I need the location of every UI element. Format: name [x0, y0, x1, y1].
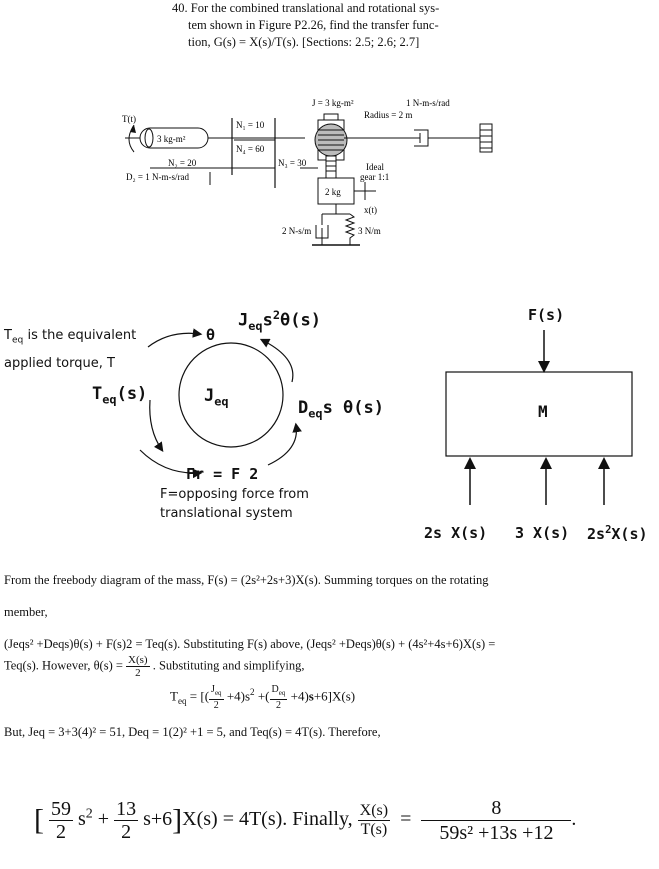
n3-label: N₃ = 30	[278, 158, 307, 168]
radius-label: Radius = 2 m	[364, 110, 412, 120]
mass-label: 2 kg	[325, 187, 341, 197]
force-fs-label: F(s)	[528, 306, 565, 324]
solution-line-4: Teq(s). However, θ(s) = X(s)2 . Substitu…	[4, 654, 305, 679]
solution-line-2: member,	[4, 605, 48, 619]
force-2sx-label: 2s X(s)	[424, 524, 488, 542]
force-2s2x-label: 2s2X(s)	[587, 524, 648, 543]
xt-label: x(t)	[364, 205, 377, 215]
mass-block	[445, 371, 633, 457]
problem-line-3: tion, G(s) = X(s)/T(s). [Sections: 2.5; …	[188, 35, 420, 49]
f-description-2: translational system	[160, 506, 293, 521]
n2-label: N₂ = 20	[168, 158, 197, 168]
mechanical-system-figure: T(t) 3 kg-m² N₁ = 10 N₄ = 60 N₂ = 20 N₃ …	[122, 98, 493, 246]
problem-line-1: For the combined translational and rotat…	[190, 1, 440, 15]
fr-label: Fr = F 2	[186, 465, 259, 483]
force-3x-label: 3 X(s)	[515, 524, 570, 542]
solution-line-6: But, Jeq = 3+3(4)² = 51, Deq = 1(2)² +1 …	[4, 725, 381, 739]
deq-label: Deqs θ(s)	[298, 398, 384, 421]
theta-label: θ	[206, 326, 216, 344]
teq-description-2: applied torque, T	[4, 356, 115, 371]
jeq-top-label: Jeqs2θ(s)	[238, 308, 321, 334]
inertia-1-label: 3 kg-m²	[157, 134, 186, 144]
problem-number: 40.	[172, 1, 188, 15]
d2-label: D₂ = 1 N-m-s/rad	[126, 172, 189, 182]
spring-label: 3 N/m	[358, 226, 381, 236]
rot-damper-label: 1 N-m-s/rad	[406, 98, 450, 108]
mass-m-label: M	[538, 402, 548, 421]
ideal-label: Ideal	[366, 162, 384, 172]
freebody-diagram	[139, 328, 633, 505]
teq-s-label: Teq(s)	[92, 384, 148, 407]
teq-description-1: Teq is the equivalent	[4, 328, 137, 346]
solution-line-3: (Jeqs² +Deqs)θ(s) + F(s)2 = Teq(s). Subs…	[4, 637, 496, 651]
gear-ratio-label: gear 1:1	[360, 172, 389, 182]
n4-label: N₄ = 60	[236, 144, 265, 154]
torque-label: T(t)	[122, 114, 136, 124]
inertia-big-label: J = 3 kg-m²	[312, 98, 354, 108]
f-description-1: F=opposing force from	[160, 487, 309, 502]
solution-line-1: From the freebody diagram of the mass, F…	[4, 573, 489, 587]
problem-line-2: tem shown in Figure P2.26, find the tran…	[188, 18, 439, 32]
problem-statement: 40. For the combined translational and r…	[172, 0, 502, 51]
rotating-member-circle	[178, 342, 284, 448]
n1-label: N₁ = 10	[236, 120, 265, 130]
jeq-center-label: Jeq	[204, 386, 229, 409]
trans-damper-label: 2 N-s/m	[282, 226, 311, 236]
